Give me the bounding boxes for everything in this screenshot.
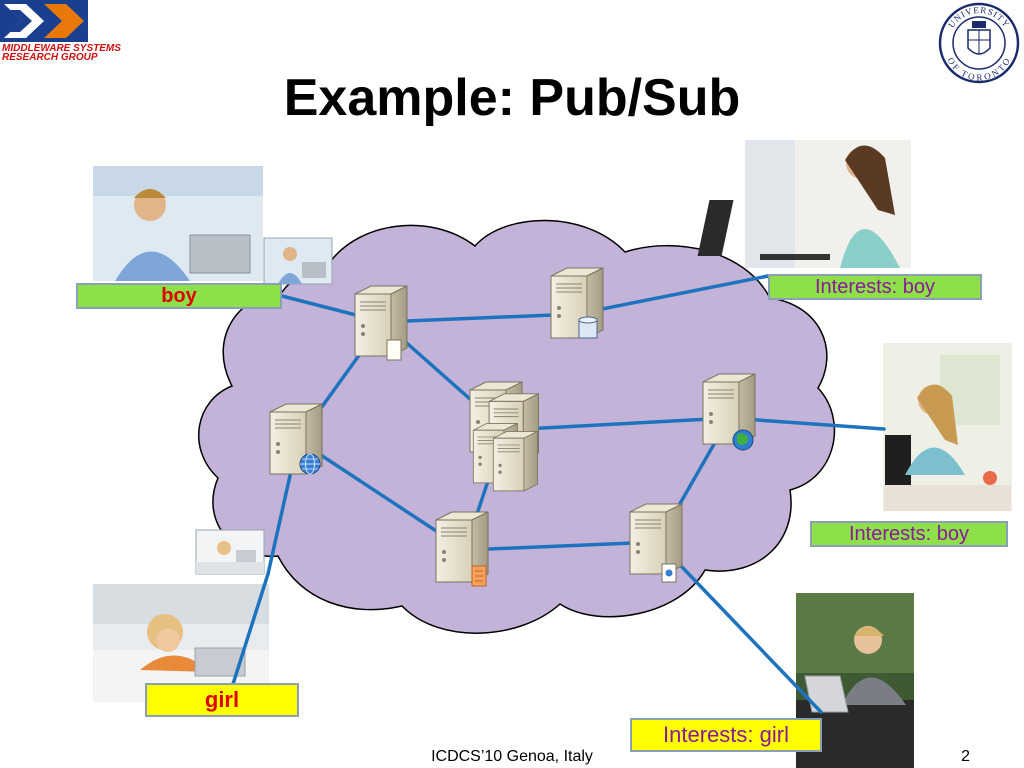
research-group-logo: [0, 0, 88, 42]
publisher-label-girl: girl: [145, 683, 299, 717]
broker-server-5: [702, 373, 756, 451]
broker-server-6: [435, 511, 489, 587]
link-r1-r2: [381, 312, 579, 324]
man-at-laptop-thumbnail: [263, 237, 333, 285]
subscriber-interest-label-3: Interests: girl: [630, 718, 822, 752]
broker-server-2: [550, 267, 604, 339]
document-stack-icon: [471, 565, 487, 587]
link-subscriber-3: [656, 540, 823, 714]
university-seal: UNIVERSITY OF TORONTO: [938, 2, 1020, 84]
link-r4-r5: [503, 416, 731, 432]
certificate-icon: [661, 563, 677, 583]
link-r6-r7: [463, 540, 660, 552]
man-at-laptop-photo: [93, 166, 263, 281]
logo-text-line1: MIDDLEWARE SYSTEMS: [2, 43, 121, 54]
publisher-label-boy: boy: [76, 283, 282, 309]
link-subscriber-1: [575, 274, 770, 316]
subscriber-interest-label-2: Interests: boy: [810, 521, 1008, 547]
girl-at-laptop-photo: [883, 343, 1012, 511]
globe-icon: [732, 429, 754, 451]
subscriber-interest-label-1: Interests: boy: [768, 274, 982, 300]
slide-title: Example: Pub/Sub: [283, 69, 741, 127]
globe-icon: [299, 453, 321, 475]
broker-server-7: [629, 503, 683, 583]
logo-text-line2: RESEARCH GROUP: [2, 52, 98, 63]
database-icon: [578, 316, 598, 339]
broker-server-3: [269, 403, 323, 475]
broker-server-cluster: [469, 381, 539, 492]
woman-at-laptop-photo: [697, 140, 911, 268]
boy-at-laptop-photo: [796, 593, 914, 768]
broker-server-1: [354, 285, 408, 361]
page-number: 2: [961, 748, 970, 765]
girl-on-bed-thumbnail: [195, 529, 265, 575]
footer-venue: ICDCS’10 Genoa, Italy: [431, 748, 593, 765]
link-publisher-girl: [231, 572, 270, 686]
